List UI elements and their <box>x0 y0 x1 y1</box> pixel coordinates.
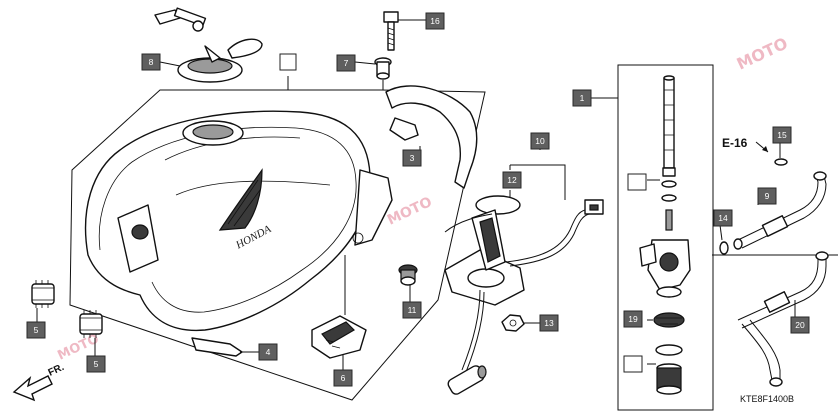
damper-right <box>79 310 103 338</box>
empty-callout-box <box>279 53 297 71</box>
callout-15[interactable]: 15 <box>772 126 792 144</box>
reference-label: E-16 <box>722 136 748 150</box>
watermark-text: MOTO <box>734 34 791 74</box>
front-arrow-icon <box>12 375 53 402</box>
leader-line <box>354 61 376 65</box>
callout-number: 7 <box>344 58 349 68</box>
callout-6[interactable]: 6 <box>333 369 353 387</box>
callout-11[interactable]: 11 <box>402 301 422 319</box>
mount-bracket <box>311 315 367 359</box>
reference-arrow-head <box>762 146 768 152</box>
hose-clip <box>719 241 729 255</box>
wing-emblem <box>218 168 263 231</box>
callout-4[interactable]: 4 <box>258 343 278 361</box>
callout-13[interactable]: 13 <box>539 314 559 332</box>
callout-10[interactable]: 10 <box>530 132 550 150</box>
key-icon <box>154 7 207 32</box>
callout-number: 5 <box>94 359 99 369</box>
float <box>447 365 487 395</box>
callout-5-right[interactable]: 5 <box>86 355 106 373</box>
heat-guard <box>385 85 478 189</box>
fuel-tank: HONDA <box>84 110 393 332</box>
callout-8[interactable]: 8 <box>141 53 161 71</box>
callout-3[interactable]: 3 <box>402 149 422 167</box>
callout-number: 14 <box>718 213 728 223</box>
leader-line <box>719 224 723 241</box>
callout-number: 16 <box>430 16 440 26</box>
callout-14[interactable]: 14 <box>713 209 733 227</box>
callout-number: 8 <box>149 57 154 67</box>
grommet <box>398 264 418 286</box>
fuel-valve-assembly <box>639 75 691 395</box>
rear-bracket <box>354 169 393 246</box>
valve-assembly-outline <box>617 64 714 411</box>
fuel-cap <box>154 7 263 83</box>
fuel-hose-lower <box>737 251 829 387</box>
callout-7[interactable]: 7 <box>336 54 356 72</box>
leader-line <box>510 164 566 200</box>
fuel-hose-upper <box>733 171 827 250</box>
callout-number: 20 <box>795 320 805 330</box>
callout-number: 15 <box>777 130 787 140</box>
wire-harness <box>505 199 604 267</box>
empty-callout-box <box>627 173 647 191</box>
nut <box>501 314 525 332</box>
front-arrow-label: FR. <box>47 362 66 379</box>
collar <box>374 57 392 80</box>
callout-19[interactable]: 19 <box>623 310 643 328</box>
callout-16[interactable]: 16 <box>425 12 445 30</box>
damper-left <box>31 280 55 308</box>
callout-number: 4 <box>266 347 271 357</box>
callout-number: 12 <box>507 175 517 185</box>
fuel-pump-unit <box>444 209 525 395</box>
callout-number: 3 <box>410 153 415 163</box>
callout-20[interactable]: 20 <box>790 316 810 334</box>
callout-number: 10 <box>535 136 545 146</box>
callout-12[interactable]: 12 <box>502 171 522 189</box>
empty-callout-box <box>623 355 643 373</box>
callout-number: 9 <box>765 191 770 201</box>
leader-line <box>159 61 181 67</box>
callout-number: 5 <box>34 325 39 335</box>
o-ring <box>475 195 521 215</box>
rubber-strip <box>191 337 243 357</box>
watermark-logo-top-right: MOTO <box>734 34 791 74</box>
callout-number: 1 <box>580 93 585 103</box>
diagram-code: KTE8F1400B <box>740 394 794 404</box>
bolt <box>383 11 399 51</box>
callout-number: 11 <box>408 305 417 315</box>
callout-number: 6 <box>341 373 346 383</box>
callout-1[interactable]: 1 <box>572 89 592 107</box>
hose-clip-top <box>774 158 788 166</box>
callout-number: 13 <box>544 318 554 328</box>
callout-number: 19 <box>628 314 638 324</box>
callout-9[interactable]: 9 <box>757 187 777 205</box>
callout-5-left[interactable]: 5 <box>26 321 46 339</box>
